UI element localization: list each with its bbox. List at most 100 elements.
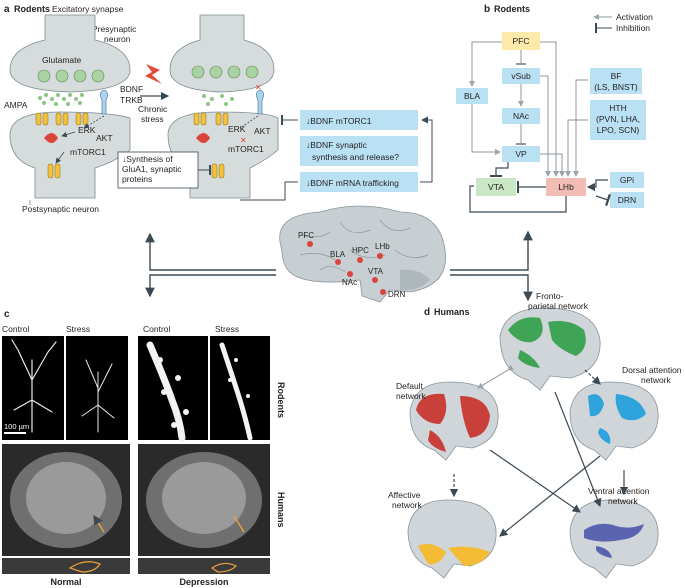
trkb-label: TRKB: [120, 95, 143, 105]
legend-inhibition: Inhibition: [616, 23, 650, 33]
panel-b-letter: b: [484, 4, 490, 15]
vesicle: [227, 65, 241, 79]
node-drn: [610, 192, 644, 208]
presynaptic-terminal-right: [169, 14, 275, 93]
ventral-label-2: network: [608, 496, 639, 506]
default-network-regions: [416, 393, 490, 452]
pfc-dot: [307, 241, 313, 247]
new-receptor-left: [54, 163, 61, 179]
node-hth-text-1: HTH: [609, 103, 626, 113]
affective-network-regions: [418, 544, 490, 566]
mtorc1-label-left: mTORC1: [70, 147, 106, 157]
node-bf-text-2: (LS, BNST): [594, 82, 638, 92]
box-bdnf-trafficking: [300, 172, 418, 192]
region-hpc: HPC: [352, 246, 369, 255]
brain-region-dots: [307, 241, 386, 295]
glutamate-dots: [38, 93, 84, 106]
node-vp: [502, 146, 540, 162]
panel-a-letter: a: [4, 4, 10, 15]
default-label-1: Default: [396, 381, 424, 391]
region-nac: NAc: [342, 278, 357, 287]
erk-label-right: ERK: [228, 124, 246, 134]
glutamate-label: Glutamate: [42, 55, 81, 65]
col-label-control-2: Control: [143, 324, 171, 334]
lhb-dot: [377, 253, 383, 259]
mtorc1-label-right: mTORC1: [228, 144, 264, 154]
presynaptic-label-2: neuron: [104, 34, 131, 44]
vta-dot: [372, 277, 378, 283]
ampa-receptors-left: [35, 112, 89, 126]
drn-dot: [380, 289, 386, 295]
image-rodent-control-neuron: [2, 336, 64, 440]
box-bdnf-mtorc1: [300, 110, 418, 130]
erk-label-left: ERK: [78, 125, 96, 135]
node-vta-text: VTA: [488, 182, 504, 192]
akt-label-left: AKT: [96, 133, 113, 143]
node-lhb-text: LHb: [558, 182, 574, 192]
new-receptor-right: [211, 163, 218, 179]
node-vsub-text: vSub: [511, 71, 531, 81]
node-nac-text: NAc: [513, 111, 530, 121]
brain-arrows: [145, 230, 533, 302]
node-drn-text: DRN: [618, 195, 636, 205]
default-label-2: network: [396, 391, 427, 401]
bla-dot: [335, 259, 341, 265]
panel-d-title: Humans: [434, 307, 470, 317]
region-drn: DRN: [388, 290, 406, 299]
nac-dot: [347, 271, 353, 277]
node-hth-text-3: LPO, SCN): [597, 125, 640, 135]
central-brain: PFC BLA HPC LHb NAc VTA DRN: [145, 205, 533, 303]
region-bla: BLA: [330, 250, 346, 259]
panel-b: b Rodents Activation Inhibition PFC vSub…: [456, 4, 653, 213]
panel-c: c Control Stress Control Stress 100 µm R…: [2, 309, 286, 587]
region-pfc: PFC: [298, 231, 314, 240]
vesicle: [91, 69, 105, 83]
affective-label-2: network: [392, 500, 423, 510]
node-bla-text: BLA: [464, 91, 480, 101]
frontoparietal-label-1: Fronto-: [536, 291, 564, 301]
ampa-receptors-right: [193, 112, 229, 126]
new-receptor-left: [47, 163, 54, 179]
panel-d: d Humans Fronto- parietal network Defaul…: [388, 291, 682, 579]
panel-c-letter: c: [4, 309, 10, 320]
panel-a-title: Rodents: [14, 4, 50, 14]
vesicle: [73, 69, 87, 83]
label-normal: Normal: [50, 577, 81, 587]
presynaptic-label-1: Presynaptic: [92, 24, 137, 34]
trkb-receptor-right: [256, 89, 264, 115]
frontoparietal-label-2: parietal network: [528, 301, 589, 311]
synthesis-line-3: proteins: [122, 174, 152, 184]
col-label-control-1: Control: [2, 324, 30, 334]
hpc-dot: [357, 257, 363, 263]
postsynaptic-label: Postsynaptic neuron: [22, 204, 99, 214]
box-bdnf-synthesis: [300, 136, 418, 166]
legend-activation: Activation: [616, 12, 653, 22]
bdnf-to-erk-arrow: [83, 115, 105, 129]
box-bdnf-trafficking-text: ↓BDNF mRNA trafficking: [306, 178, 399, 188]
node-pfc: [502, 32, 540, 50]
ventral-attention-network-regions: [584, 523, 644, 558]
mtorc1-arrow: [55, 151, 65, 164]
synthesis-line-1: ↓Synthesis of: [122, 154, 173, 164]
node-vta: [476, 178, 516, 196]
hippocampus-outline-normal: [68, 561, 101, 573]
dorsal-label-1: Dorsal attention: [622, 365, 682, 375]
brain-dorsal: [569, 381, 659, 461]
brain-affective: [407, 499, 497, 579]
vesicle: [55, 69, 69, 83]
node-vsub: [502, 68, 540, 84]
synapse-label: Excitatory synapse: [52, 4, 124, 14]
vesicle: [37, 69, 51, 83]
lightning-icon: [145, 64, 162, 84]
scale-bar-label: 100 µm: [4, 422, 29, 431]
vesicle: [209, 65, 223, 79]
trkb-receptor-left: [100, 89, 108, 115]
synthesis-line-2: GluA1, synaptic: [122, 164, 182, 174]
frontoparietal-network-regions: [508, 317, 586, 368]
akt-label-right: AKT: [254, 126, 271, 136]
dorsal-label-2: network: [641, 375, 672, 385]
box-bdnf-synthesis-text-1: ↓BDNF synaptic: [306, 140, 368, 150]
panel-b-title: Rodents: [494, 4, 530, 14]
